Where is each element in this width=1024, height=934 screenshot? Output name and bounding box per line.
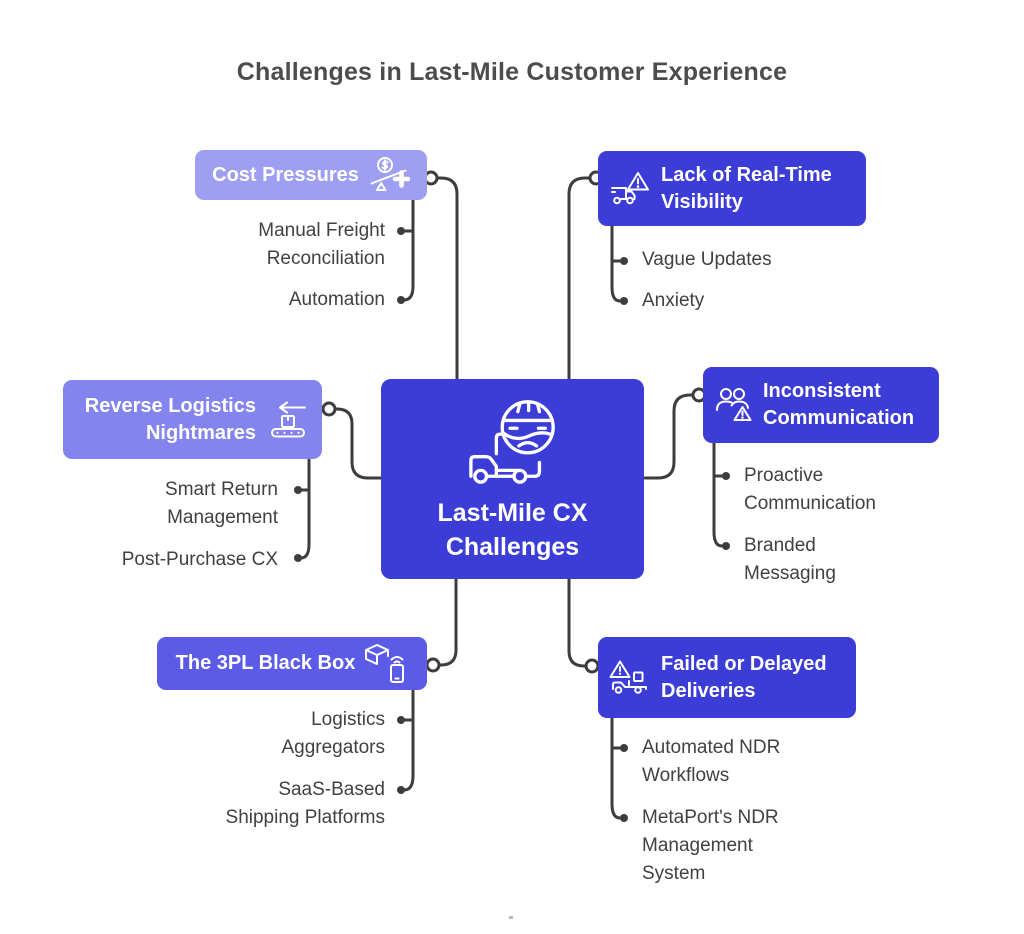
- watermark-dot: [509, 916, 513, 919]
- child-proactive-communication: Proactive Communication: [744, 465, 876, 514]
- page-title: Challenges in Last-Mile Customer Experie…: [236, 58, 788, 86]
- child-vague-updates: Vague Updates: [642, 249, 772, 270]
- child-manual-freight-reconciliation: Manual Freight Reconciliation: [258, 220, 385, 269]
- alert-delivery-truck-icon: [609, 660, 647, 694]
- child-saas-based-shipping-platforms: SaaS-Based Shipping Platforms: [225, 779, 385, 828]
- edge-cost-center: [431, 176, 459, 381]
- node-the-3pl-black-box: The 3PL Black Box: [157, 637, 427, 690]
- node-label: Lack of Real-Time Visibility: [661, 163, 832, 213]
- node-label: Failed or Delayed Deliveries: [661, 652, 827, 702]
- parcel-phone-icon: [365, 643, 405, 683]
- node-central-last-mile-cx: Last-Mile CX Challenges: [381, 379, 644, 579]
- node-label: Reverse Logistics Nightmares: [84, 394, 256, 444]
- child-automated-ndr-workflows: Automated NDR Workflows: [642, 737, 781, 786]
- child-post-purchase-cx: Post-Purchase CX: [121, 549, 278, 570]
- node-lack-of-real-time-visibility: Lack of Real-Time Visibility: [598, 151, 866, 226]
- node-label: Inconsistent Communication: [763, 380, 915, 429]
- node-label: The 3PL Black Box: [175, 652, 356, 674]
- node-reverse-logistics-nightmares: Reverse Logistics Nightmares: [63, 380, 322, 459]
- edge-reverse-center: [329, 407, 383, 480]
- child-branded-messaging: Branded Messaging: [744, 535, 836, 584]
- child-anxiety: Anxiety: [642, 290, 705, 311]
- node-inconsistent-communication: Inconsistent Communication: [703, 367, 939, 443]
- return-arrow-conveyor-icon: [271, 401, 306, 437]
- edge-lack-center: [567, 176, 596, 381]
- node-cost-pressures: Cost Pressures: [195, 150, 427, 200]
- people-alert-icon: [716, 388, 752, 421]
- child-logistics-aggregators: Logistics Aggregators: [281, 709, 385, 758]
- child-automation: Automation: [288, 289, 385, 310]
- central-node-label: Last-Mile CX Challenges: [437, 499, 588, 561]
- edge-threepl-center: [433, 577, 458, 667]
- child-metaports-ndr-management-system: MetaPort's NDR Management System: [642, 807, 779, 884]
- node-failed-or-delayed-deliveries: Failed or Delayed Deliveries: [598, 637, 856, 718]
- edge-failed-center: [567, 577, 592, 668]
- node-label: Cost Pressures: [212, 163, 359, 186]
- delivery-driver-truck-icon: [468, 400, 555, 484]
- scale-dollar-plus-icon: [370, 157, 410, 191]
- edge-inconsistent-center: [643, 393, 698, 480]
- truck-alert-icon: [611, 171, 649, 204]
- child-smart-return-management: Smart Return Management: [165, 479, 278, 528]
